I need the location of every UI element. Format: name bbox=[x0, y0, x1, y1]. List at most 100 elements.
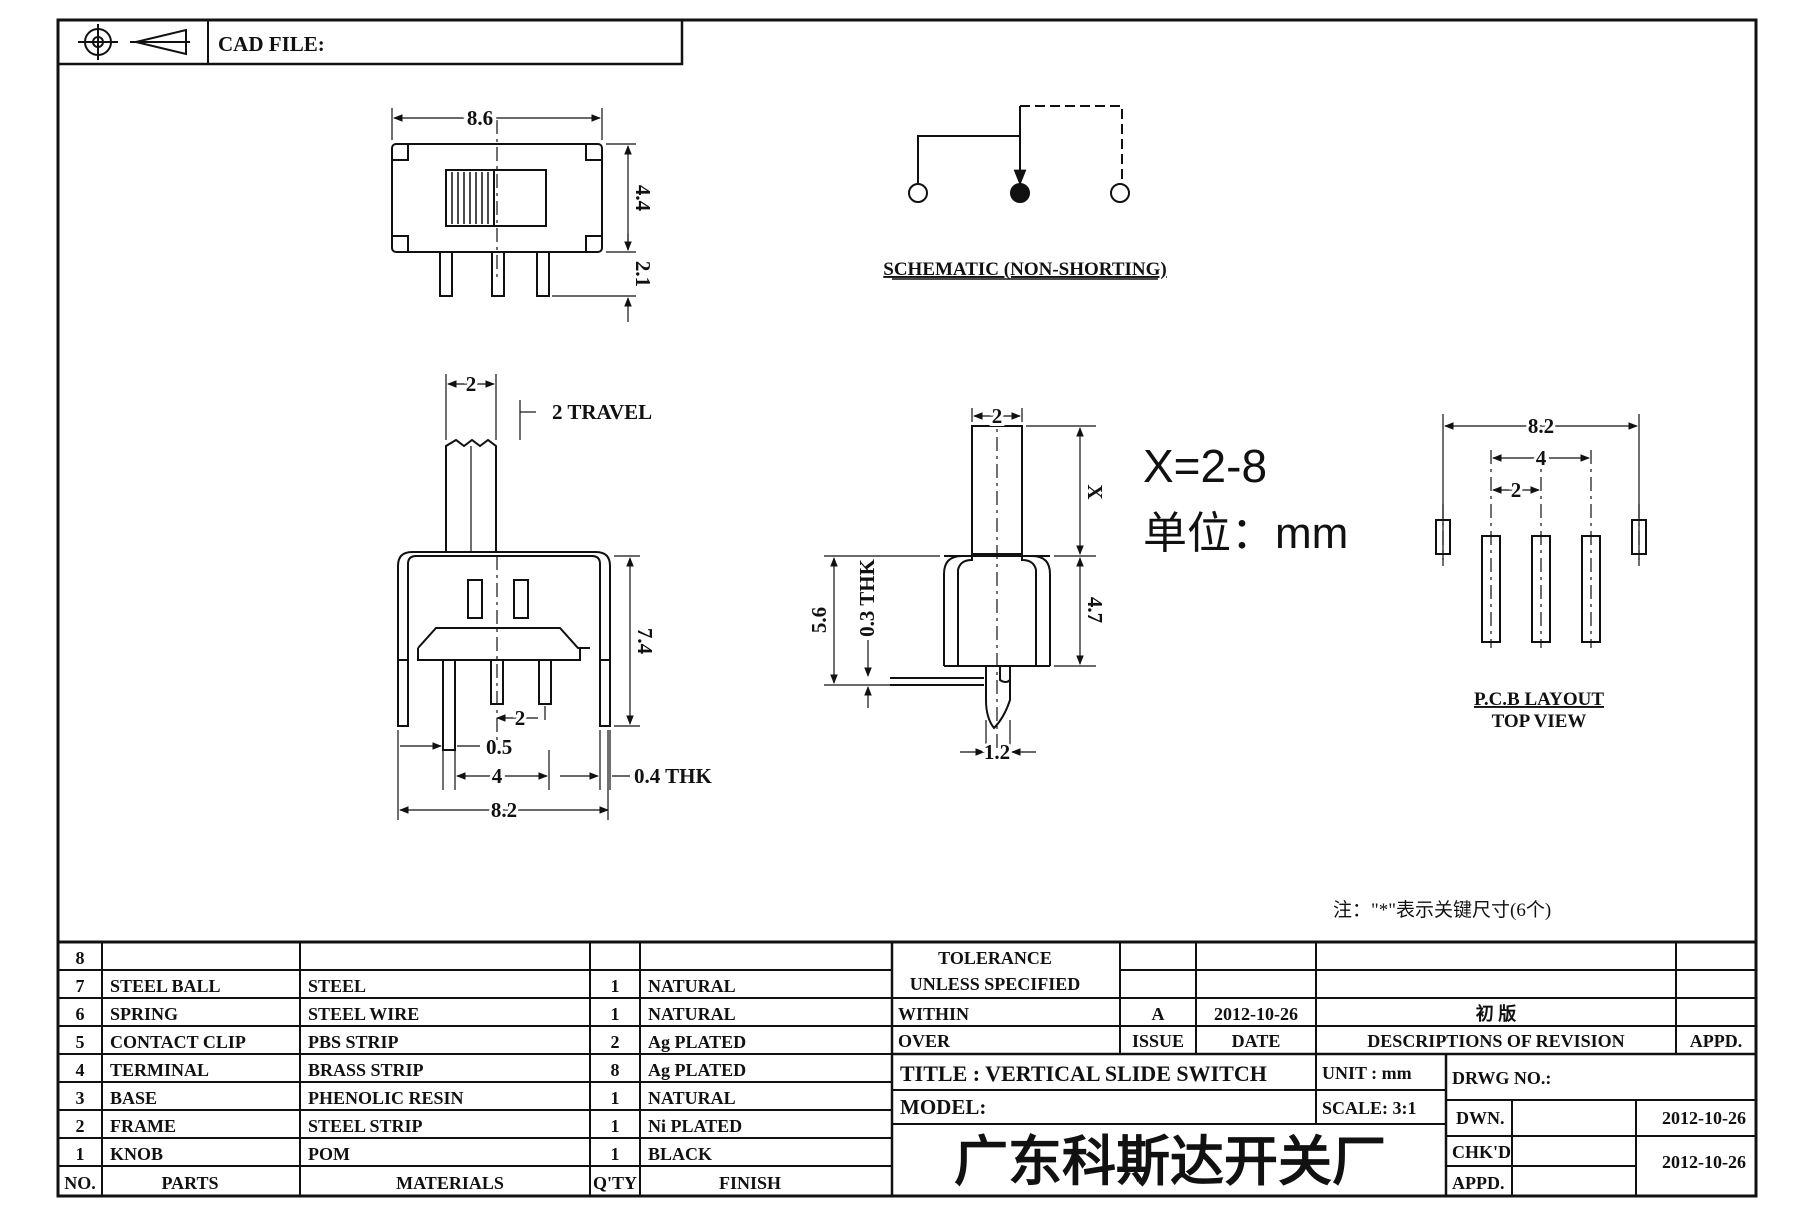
bom-cell-part: FRAME bbox=[110, 1116, 176, 1136]
bom-cell-finish: NATURAL bbox=[648, 976, 736, 996]
revision-date: 2012-10-26 bbox=[1214, 1004, 1298, 1024]
side-knob-height-dim: X bbox=[1083, 484, 1107, 499]
bom-cell-part: SPRING bbox=[110, 1004, 178, 1024]
bom-header-no: NO. bbox=[64, 1173, 96, 1193]
top-view bbox=[391, 108, 636, 322]
table-row: 5 CONTACT CLIP PBS STRIP 2 Ag PLATED bbox=[76, 1032, 747, 1052]
scale-label: SCALE: 3:1 bbox=[1322, 1098, 1417, 1118]
x-range-note: X=2-8 bbox=[1143, 440, 1267, 492]
bom-cell-qty: 2 bbox=[611, 1032, 620, 1052]
header-box: CAD FILE: bbox=[56, 18, 684, 66]
bom-cell-material: STEEL STRIP bbox=[308, 1116, 423, 1136]
top-height-dim: 4.4 bbox=[631, 185, 655, 212]
bom-cell-no: 2 bbox=[76, 1116, 85, 1136]
side-body-height-dim: 4.7 bbox=[1083, 597, 1107, 623]
unit-label: UNIT : mm bbox=[1322, 1063, 1412, 1083]
side-sheet-thk-dim: 0.3 THK bbox=[855, 558, 879, 636]
bom-cell-finish: Ag PLATED bbox=[648, 1060, 746, 1080]
bom-table bbox=[58, 940, 1756, 1196]
drawing-title: TITLE : VERTICAL SLIDE SWITCH bbox=[900, 1061, 1267, 1086]
front-pin-width-dim: 0.5 bbox=[486, 735, 512, 759]
front-view bbox=[397, 374, 640, 820]
bom-header-parts: PARTS bbox=[161, 1173, 218, 1193]
front-pin-pitch-dim: 2 bbox=[515, 706, 526, 730]
bom-cell-qty: 1 bbox=[611, 1144, 620, 1164]
bom-cell-no: 1 bbox=[76, 1144, 85, 1164]
pcb-layout bbox=[1435, 414, 1647, 648]
bom-cell-part: BASE bbox=[110, 1088, 157, 1108]
pcb-caption-2: TOP VIEW bbox=[1492, 711, 1587, 732]
issue-label: ISSUE bbox=[1132, 1031, 1184, 1051]
front-travel-dim: 2 TRAVEL bbox=[552, 400, 652, 424]
table-row: 1 KNOB POM 1 BLACK bbox=[76, 1144, 713, 1164]
bom-cell-no: 4 bbox=[76, 1060, 85, 1080]
drawn-label: DWN. bbox=[1456, 1108, 1505, 1128]
within-label: WITHIN bbox=[898, 1004, 969, 1024]
bom-cell-finish: Ni PLATED bbox=[648, 1116, 742, 1136]
side-total-height-dim: 5.6 bbox=[807, 607, 831, 633]
table-row: 4 TERMINAL BRASS STRIP 8 Ag PLATED bbox=[76, 1060, 747, 1080]
bom-cell-material: BRASS STRIP bbox=[308, 1060, 424, 1080]
description-of-revision-label: DESCRIPTIONS OF REVISION bbox=[1367, 1031, 1624, 1051]
bom-cell-part: TERMINAL bbox=[110, 1060, 209, 1080]
bom-cell-qty: 1 bbox=[611, 1004, 620, 1024]
bom-cell-material: POM bbox=[308, 1144, 350, 1164]
terminal-common bbox=[1010, 183, 1030, 203]
terminal-right bbox=[1110, 183, 1130, 203]
bom-header-materials: MATERIALS bbox=[396, 1173, 504, 1193]
bom-cell-part: CONTACT CLIP bbox=[110, 1032, 246, 1052]
checked-date: 2012-10-26 bbox=[1662, 1152, 1746, 1172]
company-name: 广东科斯达开关厂 bbox=[954, 1132, 1386, 1192]
front-knob-width-dim: 2 bbox=[466, 372, 477, 396]
cad-file-label: CAD FILE: bbox=[218, 32, 325, 56]
title-block bbox=[892, 942, 1756, 1196]
bom-cell-part: STEEL BALL bbox=[110, 976, 221, 996]
bom-header-qty: Q'TY bbox=[593, 1173, 637, 1193]
model-label: MODEL: bbox=[900, 1095, 986, 1119]
bom-cell-no: 5 bbox=[76, 1032, 85, 1052]
revision-issue: A bbox=[1152, 1004, 1165, 1024]
tolerance-label: TOLERANCE bbox=[938, 948, 1052, 968]
bom-cell-material: PBS STRIP bbox=[308, 1032, 399, 1052]
unit-note: 单位：mm bbox=[1143, 509, 1348, 558]
bom-cell-finish: NATURAL bbox=[648, 1088, 736, 1108]
front-pin-span-dim: 4 bbox=[492, 764, 503, 788]
bom-cell-part: KNOB bbox=[110, 1144, 163, 1164]
bom-cell-finish: BLACK bbox=[648, 1144, 712, 1164]
side-pin-width-dim: 1.2 bbox=[984, 740, 1010, 764]
bom-cell-no: 8 bbox=[76, 948, 85, 968]
table-row: 2 FRAME STEEL STRIP 1 Ni PLATED bbox=[76, 1116, 743, 1136]
drawing-border bbox=[56, 18, 1758, 1198]
unless-specified-label: UNLESS SPECIFIED bbox=[910, 974, 1081, 994]
bom-header-row: NO. PARTS MATERIALS Q'TY FINISH bbox=[64, 1173, 781, 1193]
drawn-date: 2012-10-26 bbox=[1662, 1108, 1746, 1128]
schematic-caption: SCHEMATIC (NON-SHORTING) bbox=[883, 259, 1166, 280]
bom-cell-material: PHENOLIC RESIN bbox=[308, 1088, 464, 1108]
pcb-pin-pitch-dim: 2 bbox=[1511, 478, 1522, 502]
bom-cell-material: STEEL bbox=[308, 976, 366, 996]
bom-cell-qty: 1 bbox=[611, 976, 620, 996]
pcb-pin-span-dim: 4 bbox=[1536, 446, 1547, 470]
side-view bbox=[824, 408, 1096, 760]
front-total-width-dim: 8.2 bbox=[491, 798, 517, 822]
top-width-dim: 8.6 bbox=[467, 106, 493, 130]
bom-cell-no: 6 bbox=[76, 1004, 85, 1024]
approved-2-label: APPD. bbox=[1452, 1173, 1505, 1193]
footnote: 注："*"表示关键尺寸(6个) bbox=[1333, 899, 1551, 921]
bom-cell-qty: 1 bbox=[611, 1116, 620, 1136]
top-pin-length-dim: 2.1 bbox=[631, 261, 655, 287]
drawing-number-label: DRWG NO.: bbox=[1452, 1068, 1551, 1088]
approved-label: APPD. bbox=[1690, 1031, 1743, 1051]
bom-cell-no: 7 bbox=[76, 976, 85, 996]
bom-cell-qty: 8 bbox=[611, 1060, 620, 1080]
table-row: 7 STEEL BALL STEEL 1 NATURAL bbox=[76, 976, 736, 996]
date-label: DATE bbox=[1232, 1031, 1281, 1051]
terminal-left bbox=[908, 183, 928, 203]
schematic-diagram bbox=[908, 105, 1130, 203]
bom-cell-finish: Ag PLATED bbox=[648, 1032, 746, 1052]
bom-header-finish: FINISH bbox=[719, 1173, 781, 1193]
